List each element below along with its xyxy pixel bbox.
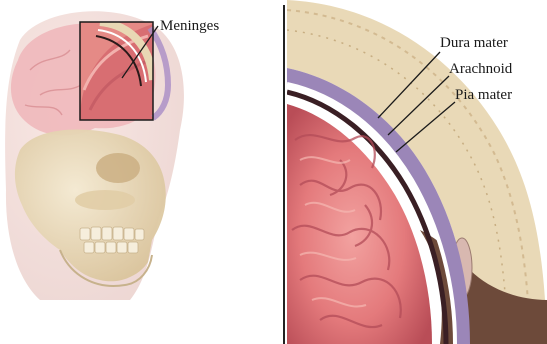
eye-socket bbox=[96, 153, 140, 183]
cheekbone bbox=[75, 190, 135, 210]
cross-section bbox=[287, 0, 547, 344]
head-overview bbox=[5, 11, 184, 300]
meninges-label: Meninges bbox=[160, 18, 219, 34]
arachnoid-label: Arachnoid bbox=[449, 61, 513, 77]
dura-mater-label: Dura mater bbox=[440, 35, 508, 51]
pia-mater-label: Pia mater bbox=[455, 87, 512, 103]
zoom-region bbox=[80, 22, 160, 120]
